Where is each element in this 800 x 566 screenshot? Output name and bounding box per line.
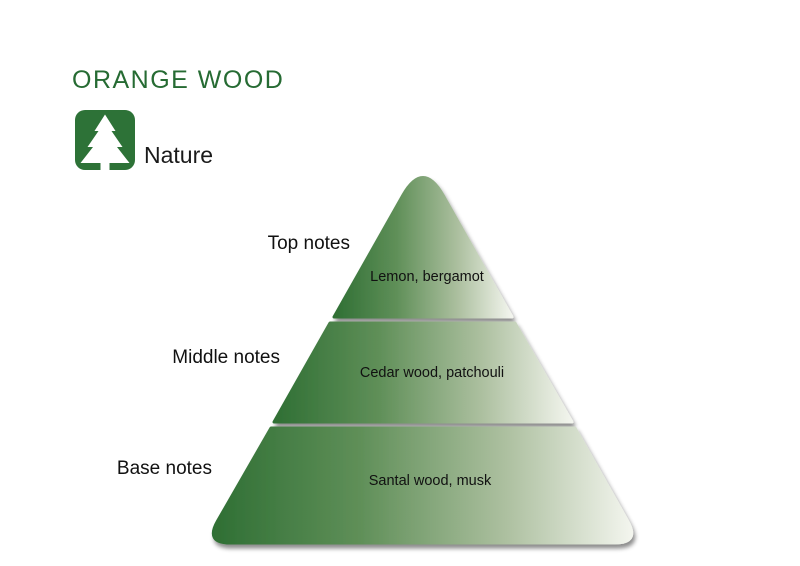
base-notes-ingredients: Santal wood, musk [369, 473, 492, 489]
label-middle-notes: Middle notes [172, 347, 280, 368]
pyramid-top-section [332, 176, 514, 319]
pyramid-middle-section [272, 321, 574, 424]
page-title: ORANGE WOOD [72, 66, 285, 94]
label-base-notes: Base notes [116, 458, 212, 479]
fragrance-pyramid: Lemon, bergamot Cedar wood, patchouli Sa… [150, 160, 670, 560]
pyramid-base-section [211, 426, 634, 545]
brand-label: Nature [144, 142, 214, 168]
top-notes-ingredients: Lemon, bergamot [370, 269, 484, 285]
pine-tree-icon [75, 110, 135, 170]
middle-notes-ingredients: Cedar wood, patchouli [360, 365, 504, 381]
label-top-notes: Top notes [267, 233, 350, 254]
